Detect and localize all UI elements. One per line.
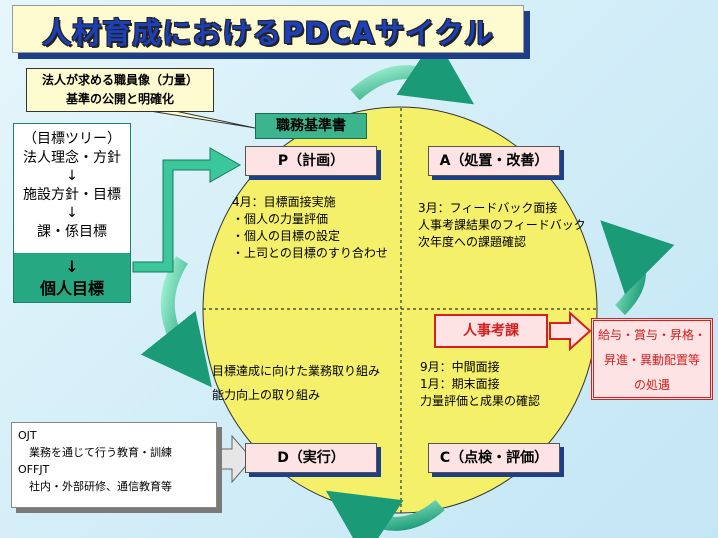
act-line: 人事考課結果のフィードバック xyxy=(418,218,586,232)
act-line: 次年度への課題確認 xyxy=(418,235,527,249)
check-details: 9月：中間面接 1月：期末面接 力量評価と成果の確認 xyxy=(420,359,540,410)
plan-line: 4月：目標面接実施 xyxy=(232,195,336,209)
check-label: C（点検・評価） xyxy=(428,443,560,473)
training-box: OJT 業務を通じて行う教育・訓練 OFFJT 社内・外部研修、通信教育等 xyxy=(11,422,217,508)
plan-line: ・上司との目標のすり合わせ xyxy=(232,246,388,260)
compensation-line: 給与・賞与・昇格・ xyxy=(597,328,706,342)
compensation-line: の処遇 xyxy=(633,378,670,392)
check-line: 1月：期末面接 xyxy=(420,377,500,391)
callout-line-2: 基準の公開と明確化 xyxy=(65,92,174,106)
cycle-arrow-top xyxy=(350,36,475,105)
appraisal-arrow xyxy=(549,310,592,352)
tree-item: 課・係目標 xyxy=(37,223,107,240)
personal-goal: 個人目標 xyxy=(39,279,104,298)
training-line: OJT xyxy=(18,429,37,442)
tree-to-plan-arrow xyxy=(132,147,242,273)
page-title: 人材育成におけるPDCAサイクル xyxy=(42,16,494,50)
cycle-arrow-bottom xyxy=(325,490,445,538)
callout-line-1: 法人が求める職員像（力量） xyxy=(41,73,198,87)
plan-details: 4月：目標面接実施 ・個人の力量評価 ・個人の目標の設定 ・上司との目標のすり合… xyxy=(232,194,388,262)
do-line: 目標達成に向けた業務取り組み xyxy=(212,364,381,378)
personal-goal-highlight: ↓ 個人目標 xyxy=(14,253,130,302)
compensation-box: 給与・賞与・昇格・ 昇進・異動配置等 の処遇 xyxy=(591,318,713,400)
act-line: 3月：フィードバック面接 xyxy=(418,201,558,215)
do-details: 目標達成に向けた業務取り組み 能力向上の取り組み xyxy=(212,359,380,407)
tree-arrow: ↓ xyxy=(66,168,78,184)
job-standard-label: 職務基準書 xyxy=(255,113,367,139)
tree-arrow: ↓ xyxy=(65,257,79,276)
cycle-arrow-right xyxy=(600,220,675,315)
training-arrow xyxy=(219,434,253,484)
training-line: 社内・外部研修、通信教育等 xyxy=(18,480,172,493)
requirement-callout: 法人が求める職員像（力量） 基準の公開と明確化 xyxy=(26,68,214,112)
tree-item: 施設方針・目標 xyxy=(23,186,121,203)
act-label: A（処置・改善） xyxy=(428,146,560,176)
plan-line: ・個人の力量評価 xyxy=(232,212,329,226)
act-details: 3月：フィードバック面接 人事考課結果のフィードバック 次年度への課題確認 xyxy=(418,200,586,251)
tree-header: （目標ツリー） xyxy=(23,131,121,147)
callout-pointer xyxy=(149,110,256,129)
plan-label: P（計画） xyxy=(245,146,377,176)
training-line: OFFJT xyxy=(18,463,50,476)
tree-item: 法人理念・方針 xyxy=(23,149,121,166)
do-line: 能力向上の取り組み xyxy=(212,388,321,402)
tree-arrow: ↓ xyxy=(66,205,78,221)
plan-line: ・個人の目標の設定 xyxy=(232,229,341,243)
do-label: D（実行） xyxy=(245,443,377,473)
title-box: 人材育成におけるPDCAサイクル xyxy=(12,5,524,53)
appraisal-box: 人事考課 xyxy=(434,314,548,348)
compensation-line: 昇進・異動配置等 xyxy=(603,353,700,367)
check-line: 力量評価と成果の確認 xyxy=(420,394,541,408)
goal-tree: （目標ツリー） 法人理念・方針 ↓ 施設方針・目標 ↓ 課・係目標 ↓ 個人目標 xyxy=(13,123,131,303)
check-line: 9月：中間面接 xyxy=(420,360,500,374)
training-line: 業務を通じて行う教育・訓練 xyxy=(18,446,172,459)
cycle-arrow-left xyxy=(140,256,212,388)
